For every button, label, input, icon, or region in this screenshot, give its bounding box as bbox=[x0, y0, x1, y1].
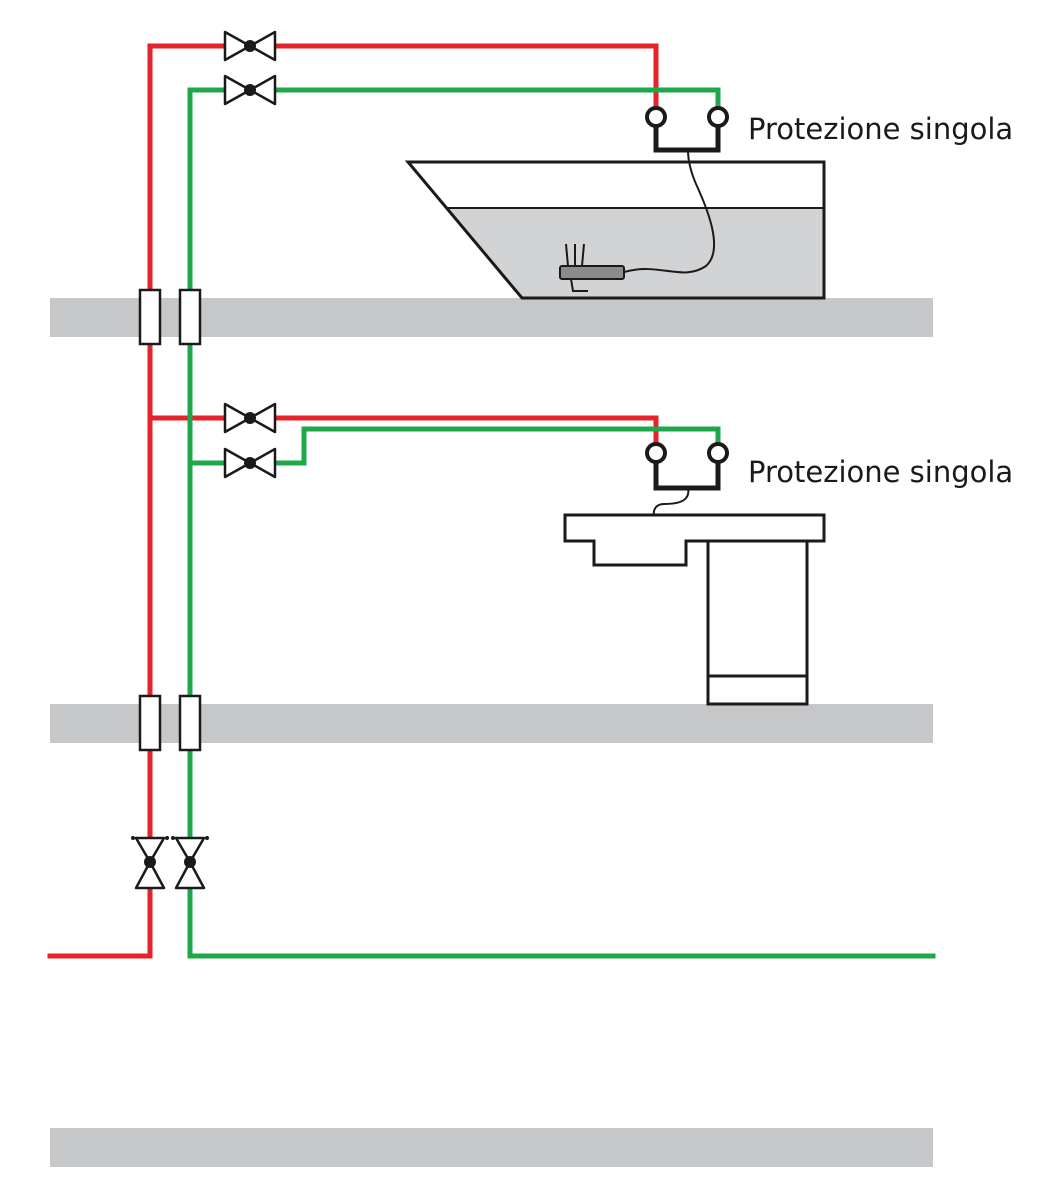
lower-protection-label: Protezione singola bbox=[748, 455, 1013, 489]
valve-icon bbox=[223, 30, 277, 62]
valve-icon bbox=[223, 447, 277, 479]
floor-slab-lower bbox=[50, 1128, 933, 1167]
wall-sleeve bbox=[138, 694, 162, 752]
valve-icon bbox=[171, 836, 209, 890]
sink-counter-outline bbox=[563, 513, 826, 567]
valve-icon bbox=[131, 836, 169, 890]
valve-icon bbox=[223, 402, 277, 434]
sensor-icon bbox=[559, 243, 625, 292]
sink-cabinet bbox=[563, 487, 826, 706]
wall-sleeve bbox=[138, 288, 162, 346]
upper-protection-label: Protezione singola bbox=[748, 112, 1013, 146]
sensor-cable-lower bbox=[652, 487, 690, 516]
hot-water-pipe bbox=[47, 43, 659, 959]
bathtub-water bbox=[446, 208, 824, 298]
protection-connector-lower bbox=[645, 442, 729, 491]
valve-icon bbox=[223, 74, 277, 106]
wall-sleeve bbox=[178, 288, 202, 346]
valves-horizontal bbox=[223, 30, 277, 479]
valves-vertical bbox=[131, 836, 209, 890]
sink-cabinet-body bbox=[706, 539, 809, 706]
protection-connector-upper bbox=[645, 106, 729, 153]
bathtub-outline bbox=[404, 160, 826, 300]
sensor-cable-upper bbox=[623, 149, 716, 274]
wall-sleeves bbox=[138, 288, 202, 752]
wall-sleeve bbox=[178, 694, 202, 752]
bathtub bbox=[404, 149, 826, 300]
